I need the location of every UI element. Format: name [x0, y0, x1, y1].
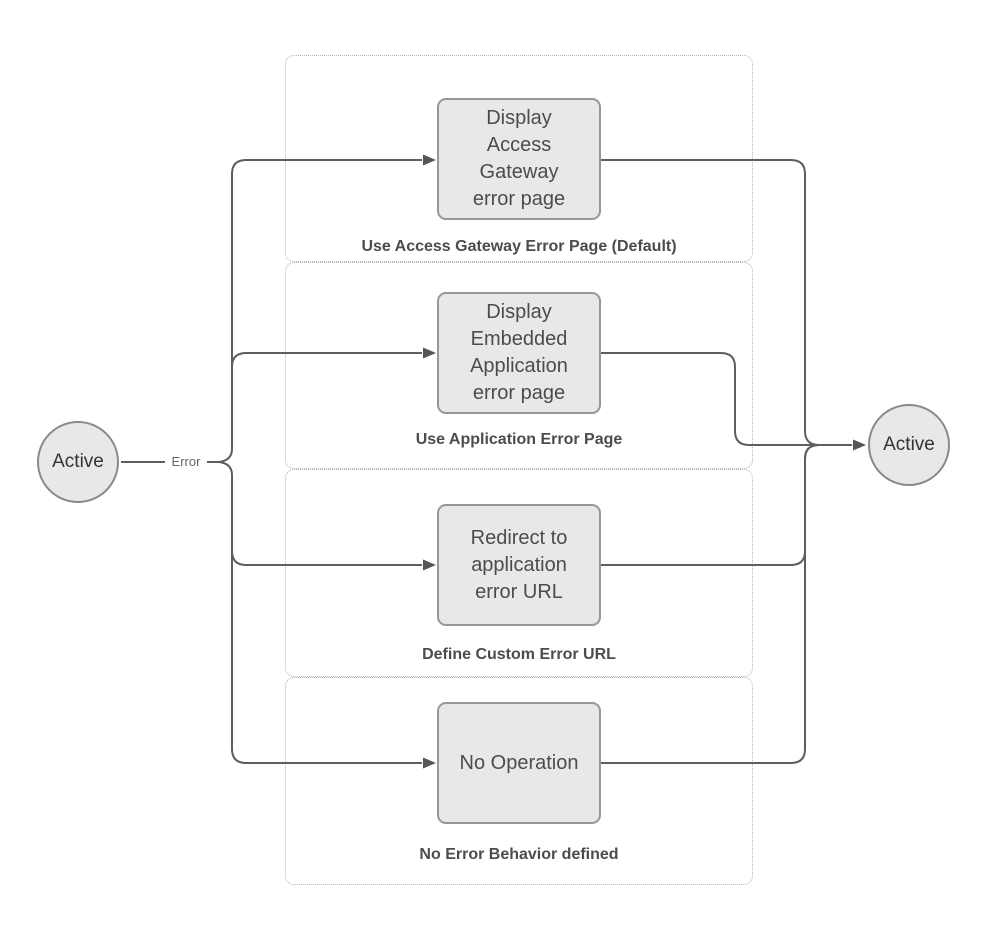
arrowhead-end-state: [853, 439, 866, 451]
lane-caption-no-error-behavior-defined: No Error Behavior defined: [419, 846, 619, 863]
lane-use-access-gateway-error-page: [285, 55, 753, 262]
node-display-access-gateway-error-page: Display Access Gateway error page: [437, 98, 601, 220]
wire-gateway-node-to-end: [601, 159, 852, 446]
node-label: Display Access Gateway error page: [472, 107, 566, 210]
wire-branch-to-embedded-node: [231, 352, 422, 368]
lane-use-application-error-page: [285, 262, 753, 469]
lane-caption-use-application-error-page: Use Application Error Page: [415, 431, 623, 448]
node-label: Redirect to application error URL: [470, 526, 568, 603]
lane-caption-use-access-gateway-error-page: Use Access Gateway Error Page (Default): [361, 238, 677, 255]
wire-redirect-node-to-end: [601, 444, 820, 566]
start-state-active: Active: [37, 421, 119, 503]
lane-define-custom-error-url: [285, 469, 753, 677]
arrowhead-embedded-node: [423, 347, 436, 359]
wire-branch-to-gateway-node: [218, 159, 422, 463]
end-state-label: Active: [883, 434, 935, 455]
start-state-label: Active: [52, 451, 104, 472]
arrowhead-gateway-node: [423, 154, 436, 166]
node-label: Display Embedded Application error page: [470, 301, 568, 404]
arrowhead-redirect-node: [423, 559, 436, 571]
lane-no-error-behavior: [285, 677, 753, 885]
wire-embedded-node-to-end: [601, 352, 852, 446]
arrowhead-noop-node: [423, 757, 436, 769]
node-display-embedded-application-error-page: Display Embedded Application error page: [437, 292, 601, 414]
wire-noop-node-to-end: [601, 444, 820, 764]
node-label: No Operation: [459, 751, 579, 774]
transition-label-error: Error: [165, 454, 207, 469]
wire-branch-to-noop-node: [218, 461, 422, 764]
node-no-operation: No Operation: [437, 702, 601, 824]
lane-caption-define-custom-error-url: Define Custom Error URL: [422, 646, 616, 663]
wire-branch-to-redirect-node: [231, 550, 422, 566]
end-state-active: Active: [868, 404, 950, 486]
node-redirect-to-application-error-url: Redirect to application error URL: [437, 504, 601, 626]
